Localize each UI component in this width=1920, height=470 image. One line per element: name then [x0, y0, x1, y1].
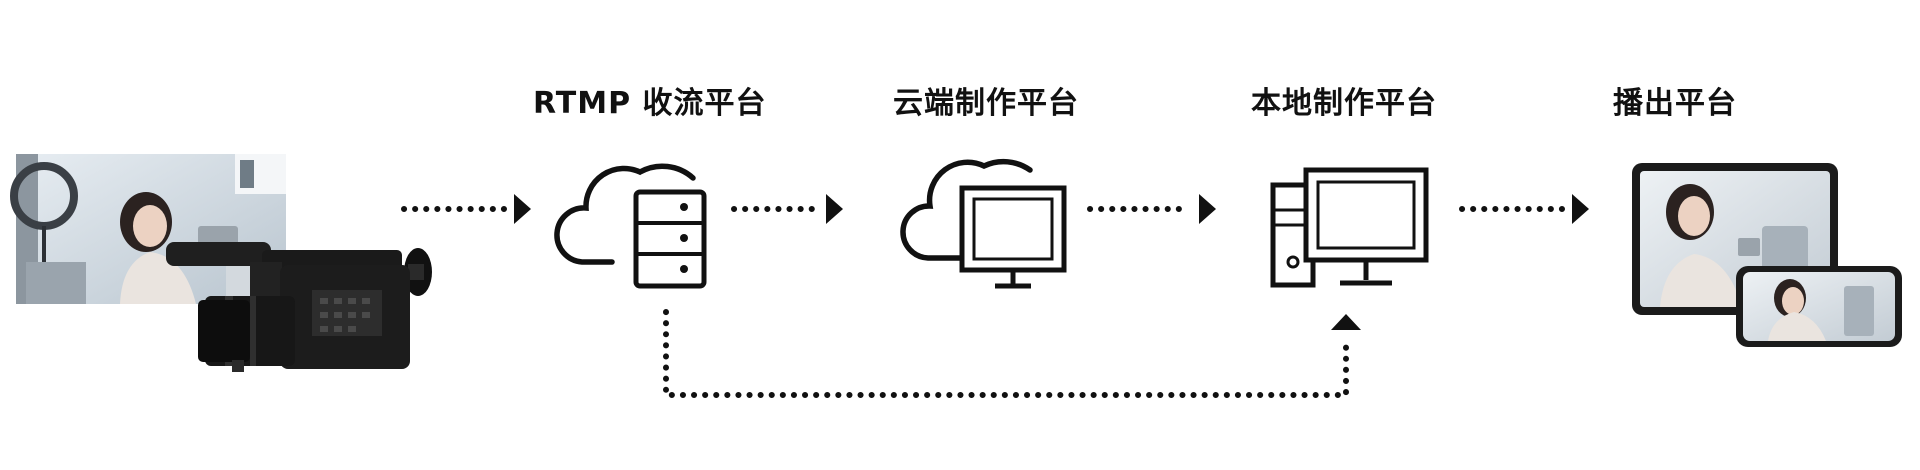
camcorder [166, 242, 432, 372]
arrow-rtmp-to-local-bypass [663, 309, 1361, 398]
cloud-server-icon [554, 163, 707, 289]
cloud-stage-label: 云端制作平台 [893, 86, 1079, 121]
cloud-monitor-icon [900, 158, 1067, 289]
local-stage-label: 本地制作平台 [1251, 86, 1437, 121]
camera-source-icon [10, 154, 432, 372]
arrow-source-to-rtmp [401, 194, 531, 224]
broadcast-stage-label: 播出平台 [1613, 86, 1737, 121]
arrow-rtmp-to-cloud [731, 194, 843, 224]
desktop-tower-monitor-icon [1270, 167, 1429, 288]
studio-photo [10, 154, 286, 304]
arrow-local-to-broadcast [1459, 194, 1589, 224]
rtmp-stage-label: RTMP 收流平台 [533, 86, 767, 121]
tablet-phone-devices-icon [1632, 163, 1902, 347]
arrow-cloud-to-local [1087, 194, 1216, 224]
